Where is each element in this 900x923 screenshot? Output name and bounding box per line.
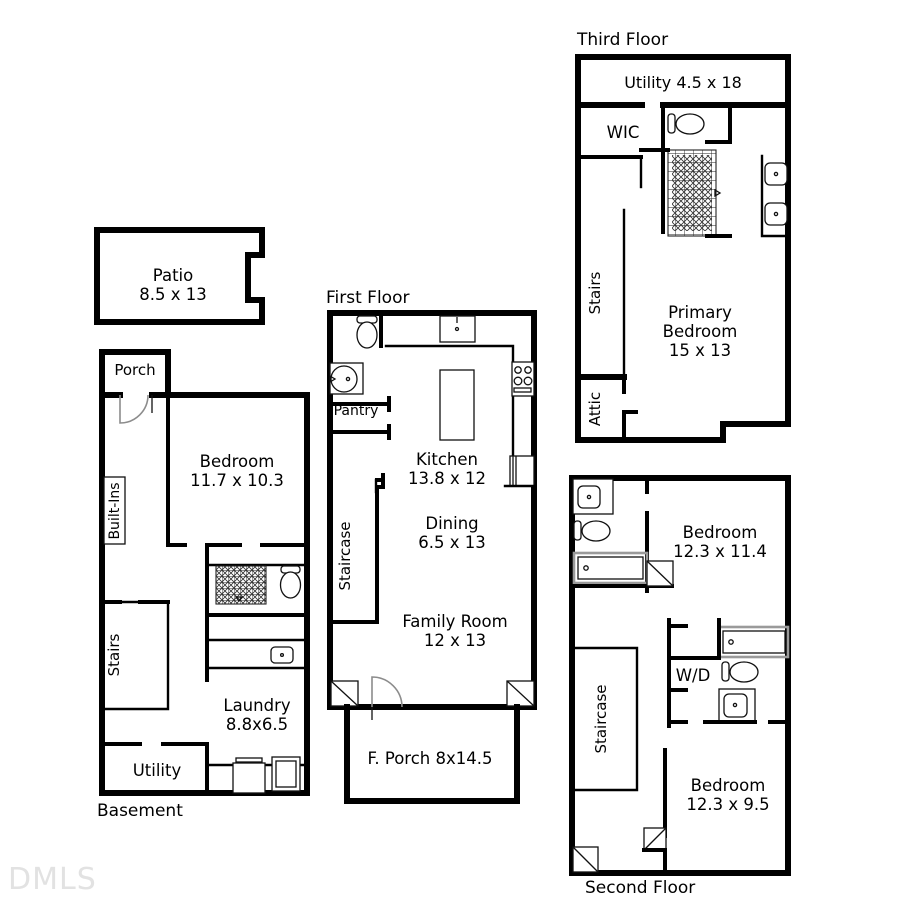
- second-floor-hall-bath-toilet: [573, 520, 611, 542]
- family-room-dimensions: 12 x 13: [424, 631, 486, 650]
- front-porch-outline: [344, 704, 520, 804]
- third-floor-plan: Third Floor Utility 4.5 x 18 WIC: [575, 30, 791, 443]
- basement-outline: [99, 392, 310, 796]
- front-porch-label: F. Porch 8x14.5: [368, 749, 493, 768]
- primary-bedroom-label-line1: Primary: [668, 303, 732, 322]
- second-bedroom-front-dimensions: 12.3 x 11.4: [673, 542, 767, 561]
- primary-bedroom-label-line2: Bedroom: [663, 322, 738, 341]
- third-floor-outline: [575, 54, 791, 443]
- watermark: DMLS: [8, 862, 97, 897]
- second-floor-bath2-tub: [717, 625, 790, 659]
- first-floor-staircase-box: [328, 473, 385, 624]
- second-floor-outline: [569, 475, 791, 876]
- second-floor-bath2-toilet: [721, 661, 759, 683]
- third-floor-label: Third Floor: [576, 30, 668, 50]
- first-floor-plan: First Floor: [326, 288, 537, 804]
- second-bedroom-rear-label: Bedroom: [691, 776, 766, 795]
- first-floor-front-windows: [330, 680, 535, 707]
- first-floor-pantry-fixture: [329, 362, 364, 395]
- kitchen-dimensions: 13.8 x 12: [408, 469, 486, 488]
- family-room-label: Family Room: [402, 612, 507, 631]
- second-bedroom-front-label: Bedroom: [683, 523, 758, 542]
- basement-floor-label: Basement: [97, 801, 183, 821]
- kitchen-range: [511, 361, 535, 397]
- third-floor-utility-label: Utility 4.5 x 18: [624, 73, 742, 92]
- second-floor-bath-door: [646, 560, 674, 587]
- second-floor-wd-label: W/D: [676, 666, 711, 685]
- kitchen-label: Kitchen: [416, 450, 478, 469]
- patio-label: Patio: [153, 266, 193, 285]
- pantry-label: Pantry: [334, 403, 379, 419]
- basement-toilet: [279, 565, 302, 599]
- built-ins-label: Built-Ins: [107, 482, 123, 539]
- second-floor-hall-bath-sink: [572, 478, 614, 515]
- dining-dimensions: 6.5 x 13: [418, 533, 486, 552]
- first-floor-toilet: [356, 315, 378, 349]
- utility-label: Utility: [133, 761, 182, 780]
- first-floor-front-door-swing: [371, 676, 403, 708]
- second-floor-staircase-box: [571, 646, 639, 792]
- porch-door-swing: [119, 394, 149, 424]
- patio-dimensions: 8.5 x 13: [139, 285, 207, 304]
- kitchen-refrigerator: [509, 455, 535, 487]
- basement-bedroom-dimensions: 11.7 x 10.3: [190, 471, 284, 490]
- second-floor-hall-bath-tub: [572, 551, 649, 585]
- second-floor-closet-door: [572, 846, 599, 873]
- basement-shower: [215, 565, 267, 605]
- basement-stairs-box: [102, 600, 170, 711]
- basement-bedroom-label: Bedroom: [200, 452, 275, 471]
- first-floor-label: First Floor: [326, 288, 409, 308]
- second-floor-label: Second Floor: [585, 878, 695, 898]
- basement-patio-outline: [94, 227, 265, 325]
- porch-label: Porch: [114, 361, 155, 379]
- second-floor-bath2-sink: [718, 688, 756, 724]
- second-floor-plan: Bedroom 12.3 x 11.4 W/D: [569, 475, 791, 898]
- first-floor-outline: [327, 310, 537, 710]
- basement-built-ins-box: [103, 476, 126, 545]
- laundry-label: Laundry: [223, 696, 290, 715]
- first-floor-kitchen-north-counter: [384, 344, 515, 460]
- third-floor-stairs-label: Stairs: [586, 271, 604, 314]
- first-floor-kitchen-sink: [439, 315, 476, 343]
- laundry-dimensions: 8.8x6.5: [226, 715, 288, 734]
- basement-washer-dryer: [205, 756, 309, 794]
- second-floor-staircase-label: Staircase: [592, 684, 610, 753]
- basement-vanity: [205, 638, 309, 670]
- primary-bedroom-dimensions: 15 x 13: [669, 341, 731, 360]
- wic-label: WIC: [607, 123, 640, 142]
- basement-plan: Patio 8.5 x 13 Porch Bedroom: [94, 227, 310, 821]
- second-floor-rear-bedroom-door: [643, 827, 667, 851]
- third-floor-vanity: [760, 154, 790, 238]
- basement-stairs-label: Stairs: [105, 633, 123, 676]
- first-floor-staircase-label: Staircase: [336, 521, 354, 590]
- kitchen-island: [439, 369, 475, 441]
- attic-label: Attic: [586, 392, 604, 426]
- dining-label: Dining: [425, 514, 478, 533]
- third-floor-toilet: [667, 113, 705, 135]
- second-bedroom-rear-dimensions: 12.3 x 9.5: [686, 795, 769, 814]
- third-floor-shower: [667, 149, 722, 237]
